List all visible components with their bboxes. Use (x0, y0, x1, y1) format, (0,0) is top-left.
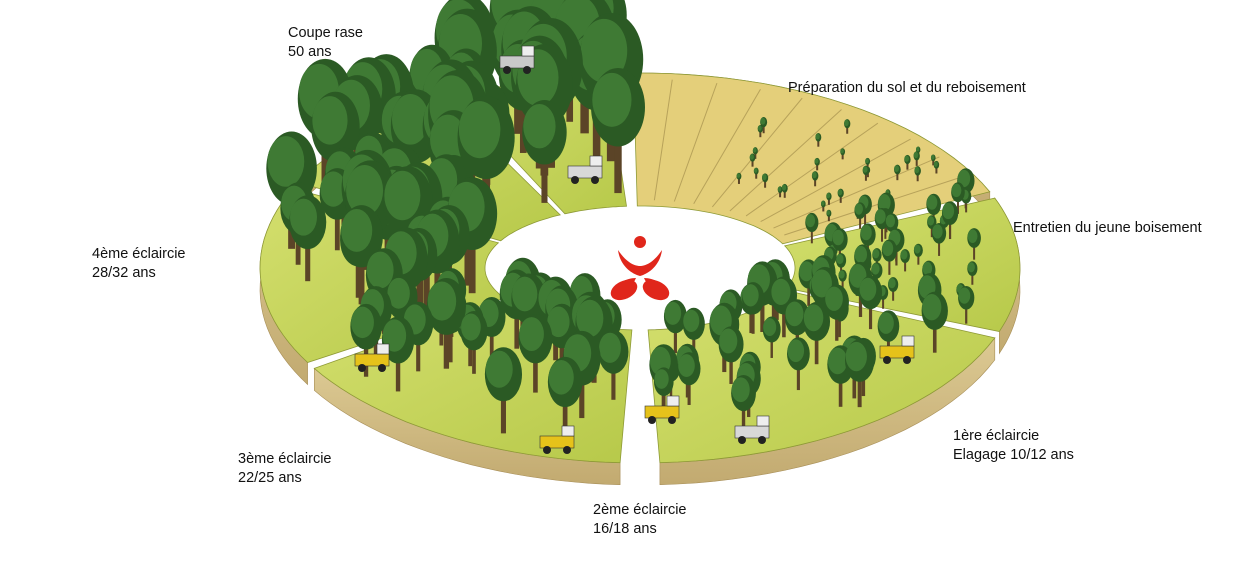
label-first-thinning-age: Elagage 10/12 ans (953, 447, 1074, 463)
label-preparation-title: Préparation du sol et du reboisement (788, 80, 1026, 96)
tree (289, 195, 327, 282)
log-truck-icon (499, 45, 535, 74)
tree (844, 119, 851, 134)
tree (518, 314, 553, 393)
tree (752, 147, 758, 159)
label-clear-cut: Coupe rase 50 ans (288, 24, 363, 62)
tree (805, 212, 819, 244)
tree (381, 316, 415, 392)
tree (933, 160, 940, 174)
red-leaf-logo-icon (610, 236, 670, 301)
label-second-thinning: 2ème éclaircie 16/18 ans (593, 501, 687, 539)
tree (653, 367, 674, 413)
tree (677, 352, 701, 405)
tree (815, 132, 822, 147)
label-third-thinning-title: 3ème éclaircie (238, 451, 332, 467)
tree (682, 307, 705, 360)
tree (826, 192, 832, 205)
tree (865, 157, 871, 170)
tree (914, 166, 921, 182)
label-fourth-thinning: 4ème éclaircie 28/32 ans (92, 245, 186, 283)
tree (930, 154, 936, 166)
tree (749, 153, 756, 167)
tree (888, 277, 899, 301)
label-clear-cut-age: 50 ans (288, 44, 332, 60)
tree (958, 286, 975, 324)
tree (894, 164, 901, 181)
log-truck-icon (567, 155, 603, 184)
tree (736, 172, 742, 184)
tree (927, 215, 937, 238)
label-third-thinning-age: 22/25 ans (238, 470, 302, 486)
forwarder-icon (354, 343, 390, 372)
harvester-icon (644, 395, 680, 424)
tractor-icon (879, 335, 915, 364)
tree (824, 284, 849, 341)
tree (718, 326, 744, 384)
label-second-thinning-title: 2ème éclaircie (593, 502, 687, 518)
tree (904, 154, 911, 170)
tree (753, 167, 759, 179)
tree (862, 165, 870, 181)
label-maintenance: Entretien du jeune boisement (1013, 219, 1202, 238)
tree (598, 330, 629, 400)
tree (340, 205, 383, 305)
segment-preparation (632, 72, 991, 245)
tree (811, 171, 819, 187)
label-clear-cut-title: Coupe rase (288, 25, 363, 41)
label-third-thinning: 3ème éclaircie 22/25 ans (238, 450, 332, 488)
log-truck-icon (734, 415, 770, 444)
tree (757, 124, 763, 138)
tree (761, 173, 769, 188)
tree (913, 243, 923, 265)
tree (854, 202, 866, 229)
label-maintenance-title: Entretien du jeune boisement (1013, 220, 1202, 236)
tree (762, 316, 781, 358)
tree (663, 299, 687, 354)
label-first-thinning-title: 1ère éclaircie (953, 428, 1040, 444)
label-fourth-thinning-age: 28/32 ans (92, 265, 156, 281)
tree (844, 339, 875, 408)
tree (803, 301, 831, 365)
tree (781, 183, 788, 198)
tree (426, 277, 466, 369)
label-fourth-thinning-title: 4ème éclaircie (92, 246, 186, 262)
label-second-thinning-age: 16/18 ans (593, 521, 657, 537)
tree (814, 157, 820, 171)
tree (941, 201, 959, 240)
tree (460, 311, 488, 374)
tree (840, 148, 846, 160)
label-first-thinning: 1ère éclaircie Elagage 10/12 ans (953, 427, 1074, 465)
tree (931, 223, 947, 256)
tree (881, 239, 898, 275)
tree (967, 261, 978, 285)
tree (591, 67, 645, 194)
tree (787, 337, 810, 391)
tree (826, 209, 832, 222)
tree (820, 200, 826, 212)
tree (921, 291, 948, 353)
tree (484, 347, 523, 434)
tree (837, 188, 844, 203)
tree (900, 249, 910, 272)
tree (731, 375, 756, 433)
tree (913, 151, 920, 166)
tree (522, 99, 567, 203)
tree (777, 186, 783, 198)
tree (951, 182, 965, 214)
tree (547, 356, 583, 438)
tree (859, 275, 883, 330)
label-preparation: Préparation du sol et du reboisement (788, 79, 1026, 98)
tree (760, 117, 768, 134)
forwarder-icon (539, 425, 575, 454)
tree (838, 269, 847, 289)
tree (967, 228, 981, 260)
tree (741, 282, 765, 334)
tree (546, 303, 578, 375)
tree (885, 213, 899, 244)
